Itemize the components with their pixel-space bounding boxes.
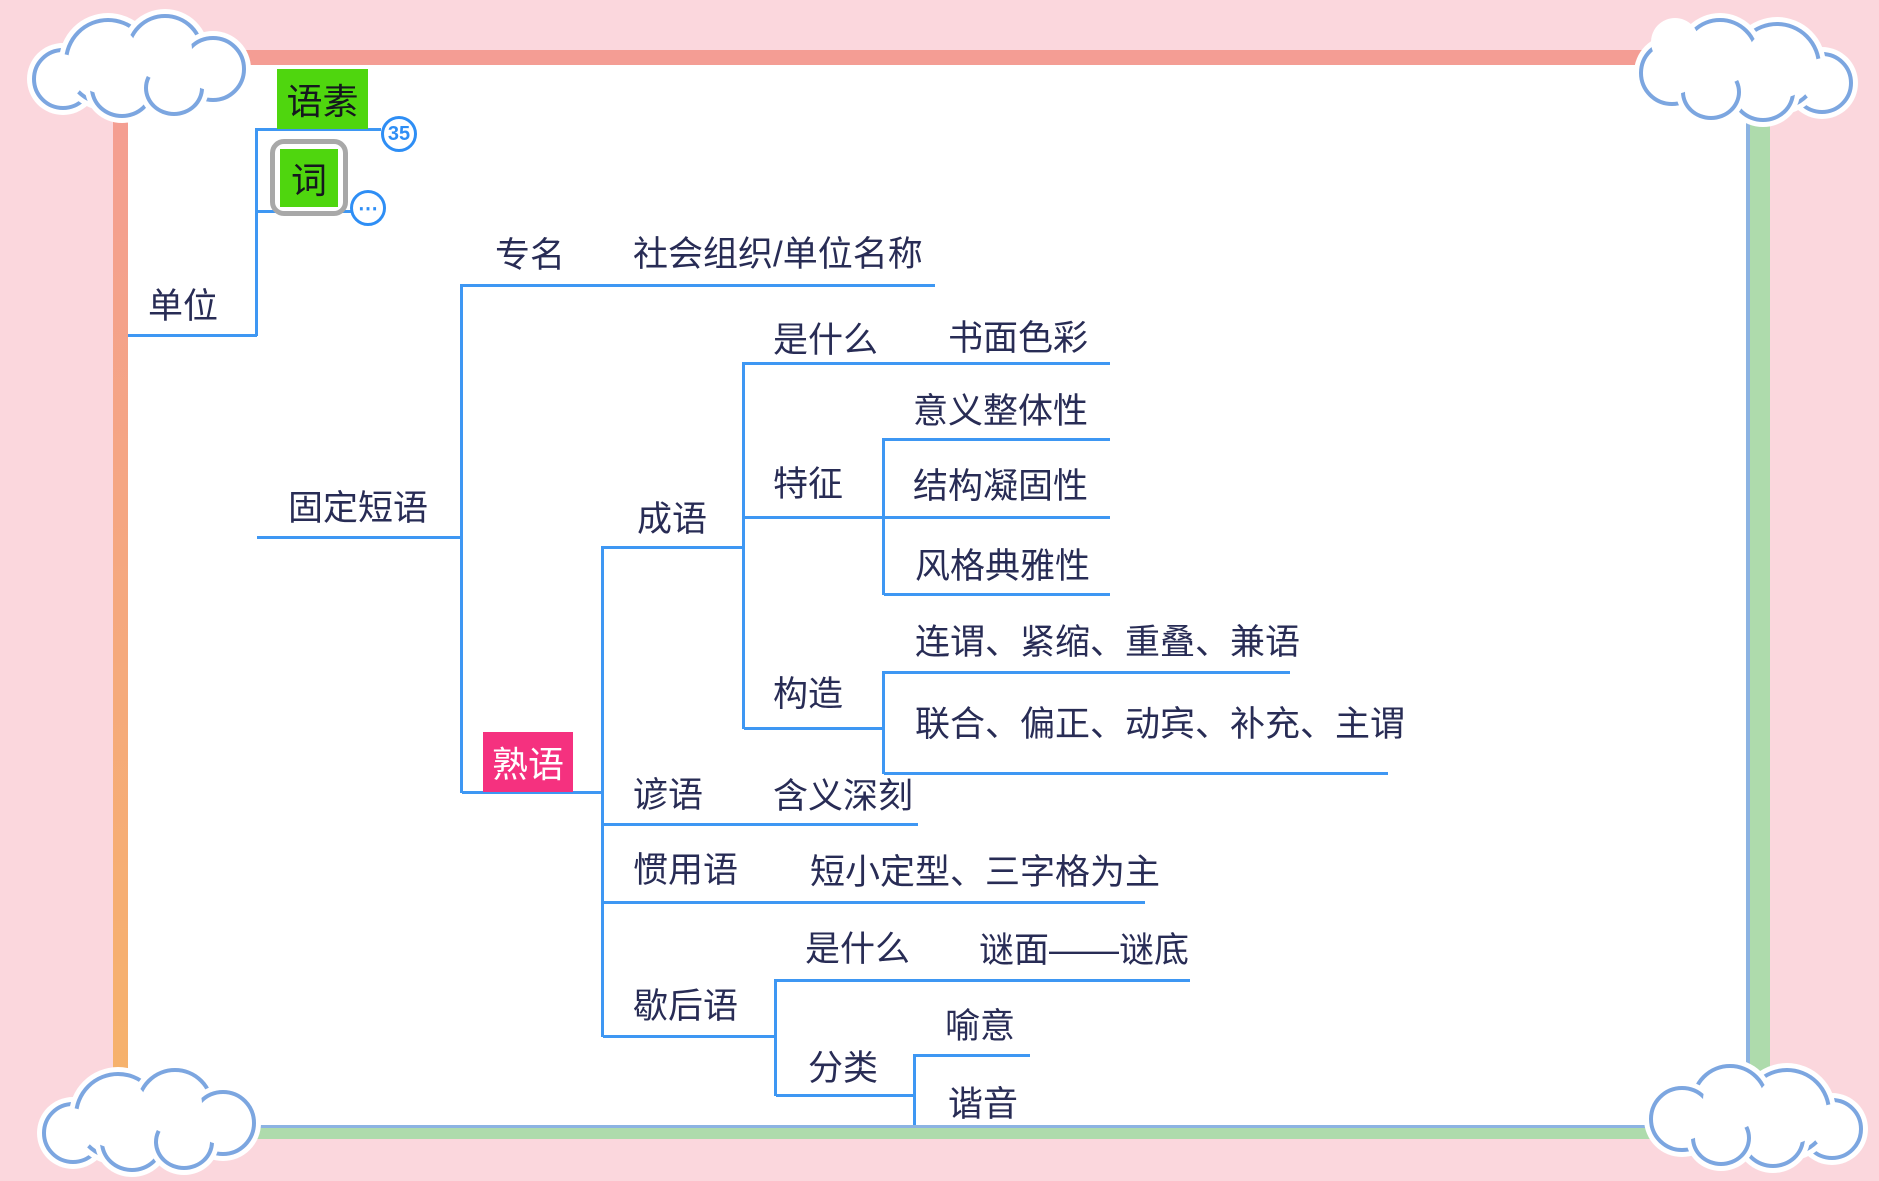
connector-line <box>257 128 381 131</box>
node-proverb-desc[interactable]: 含义深刻 <box>773 777 914 816</box>
node-root[interactable]: 单位 <box>148 287 219 326</box>
badge-count-label: 35 <box>387 122 411 145</box>
node-xiehouyu-category[interactable]: 分类 <box>808 1049 879 1088</box>
connector-line <box>603 823 918 826</box>
cloud-icon <box>1635 1064 1865 1168</box>
node-chengyu-features[interactable]: 特征 <box>773 465 844 504</box>
connector-line <box>603 546 744 549</box>
connector-line <box>884 438 1110 441</box>
collapsed-count-badge[interactable]: 35 <box>381 116 417 152</box>
cloud-icon <box>30 14 260 118</box>
node-word[interactable]: 词 <box>280 148 338 207</box>
node-proverb[interactable]: 谚语 <box>633 776 704 815</box>
connector-line <box>744 727 884 730</box>
connector-line <box>603 901 1145 904</box>
node-proper-name[interactable]: 专名 <box>495 236 566 275</box>
connector-line <box>776 1094 915 1097</box>
frame-left-bar <box>113 60 128 1090</box>
frame-bottom-bar <box>227 1128 1668 1139</box>
content-area <box>128 65 1747 1128</box>
connector-line <box>742 362 745 729</box>
node-xiehouyu-what-desc[interactable]: 谜面——谜底 <box>979 931 1190 970</box>
node-chengyu-what-desc[interactable]: 书面色彩 <box>948 319 1089 358</box>
frame-bottom-inner-line <box>227 1125 1668 1128</box>
connector-line <box>884 671 1290 674</box>
more-badge[interactable]: ⋯ <box>350 190 386 226</box>
node-proper-name-desc[interactable]: 社会组织/单位名称 <box>633 235 923 274</box>
node-word-selected[interactable]: 词 <box>270 139 348 216</box>
connector-line <box>882 671 885 774</box>
node-chengyu-structure[interactable]: 构造 <box>773 675 844 714</box>
node-morpheme-label: 语素 <box>286 81 359 122</box>
node-common-saying[interactable]: 惯用语 <box>633 851 739 890</box>
cloud-icon <box>1625 18 1855 122</box>
frame-top-bar <box>180 50 1656 65</box>
node-structure-item[interactable]: 连谓、紧缩、重叠、兼语 <box>915 623 1301 662</box>
node-idiom-group[interactable]: 熟语 <box>483 732 573 792</box>
node-chengyu[interactable]: 成语 <box>637 500 708 539</box>
node-category-item[interactable]: 谐音 <box>948 1085 1019 1124</box>
connector-line <box>462 791 603 794</box>
frame-right-bar <box>1750 90 1770 1080</box>
node-word-label: 词 <box>290 159 327 201</box>
node-feature-item[interactable]: 意义整体性 <box>913 392 1089 431</box>
connector-line <box>255 128 258 336</box>
node-idiom-group-label: 熟语 <box>491 744 564 785</box>
node-structure-item[interactable]: 联合、偏正、动宾、补充、主谓 <box>915 705 1406 744</box>
node-xiehouyu[interactable]: 歇后语 <box>633 987 739 1026</box>
node-common-saying-desc[interactable]: 短小定型、三字格为主 <box>810 853 1161 892</box>
connector-line <box>776 979 1190 982</box>
node-category-item[interactable]: 喻意 <box>945 1007 1016 1046</box>
connector-line <box>128 334 257 337</box>
connector-line <box>913 1054 916 1128</box>
more-icon: ⋯ <box>358 197 378 220</box>
frame-right-inner-line <box>1746 90 1750 1080</box>
connector-line <box>915 1054 1030 1057</box>
node-xiehouyu-what[interactable]: 是什么 <box>805 930 911 969</box>
node-fixed-phrase[interactable]: 固定短语 <box>288 489 429 528</box>
connector-line <box>744 362 1110 365</box>
connector-line <box>884 593 1110 596</box>
connector-line <box>603 1035 776 1038</box>
connector-line <box>744 516 1110 519</box>
node-feature-item[interactable]: 风格典雅性 <box>915 547 1091 586</box>
connector-line <box>257 536 462 539</box>
connector-line <box>462 284 935 287</box>
node-feature-item[interactable]: 结构凝固性 <box>913 467 1089 506</box>
node-morpheme[interactable]: 语素 <box>277 69 368 129</box>
cloud-icon <box>40 1068 270 1172</box>
node-chengyu-what[interactable]: 是什么 <box>773 321 879 360</box>
connector-line <box>884 772 1388 775</box>
